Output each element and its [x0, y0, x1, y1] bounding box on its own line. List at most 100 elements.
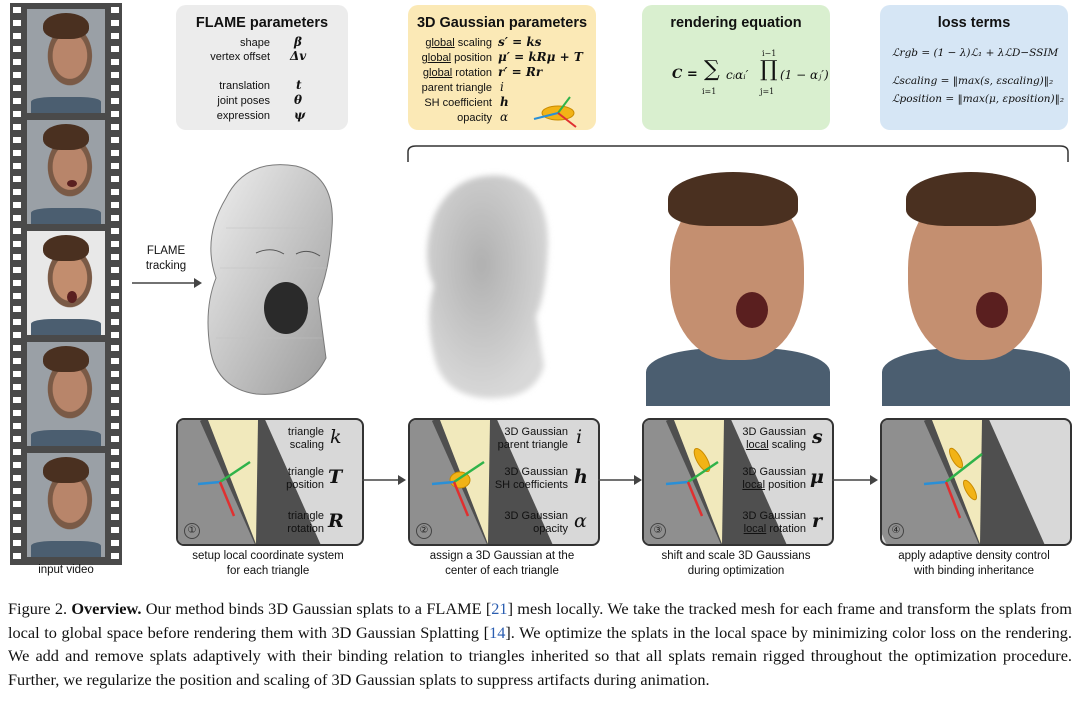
- video-frame-1: [27, 9, 105, 113]
- panel3-symbol-3: r: [812, 510, 823, 532]
- citation-21[interactable]: 21: [491, 599, 508, 618]
- film-holes-right: [111, 7, 119, 563]
- rendered-avatar-photo-1: [644, 158, 830, 406]
- video-frame-2: [27, 120, 105, 224]
- step-number-1: ①: [184, 523, 200, 539]
- loss-position: ℒposition = ‖max(μ, εposition)‖₂: [892, 93, 1065, 105]
- panel2-symbol-2: h: [574, 466, 588, 488]
- step-arrow-1-icon: [362, 475, 406, 485]
- gaussian-global-position-eq: μ′ = kRμ + T: [498, 50, 583, 64]
- flame-vertex-offset-label: vertex offset: [210, 51, 270, 63]
- flame-tracking-arrow-icon: [132, 278, 202, 288]
- panel1-label-1: triangle scaling: [287, 426, 324, 451]
- step-panel-2: 3D Gaussian parent triangle i 3D Gaussia…: [408, 418, 600, 546]
- local-frame-triangle-icon: [197, 420, 258, 544]
- gaussian-parent-triangle-eq: i: [500, 80, 504, 94]
- panel1-symbol-1: k: [330, 426, 342, 448]
- input-video-filmstrip: [10, 3, 122, 565]
- panel1-symbol-2: T: [328, 466, 343, 488]
- panel2-label-2: 3D Gaussian SH coefficients: [494, 466, 568, 491]
- sum-symbol: ∑: [704, 57, 720, 82]
- gaussian-splats-render: [427, 175, 549, 399]
- sum-lower-bound: i=1: [702, 87, 717, 96]
- step-number-3: ③: [650, 523, 666, 539]
- flame-parameters-box: FLAME parameters shape β vertex offset Δ…: [176, 5, 348, 130]
- loss-terms-box: loss terms ℒrgb = (1 − λ)ℒ₁ + λℒD−SSIM ℒ…: [880, 5, 1068, 130]
- input-video-label: input video: [38, 564, 94, 576]
- video-frame-5: [27, 453, 105, 557]
- flame-mesh-head: [207, 164, 333, 395]
- step-panel-1: triangle scaling k triangle position T t…: [176, 418, 364, 546]
- step-arrow-2-icon: [598, 475, 642, 485]
- flame-expression-symbol: ψ: [294, 108, 306, 122]
- flame-translation-symbol: t: [296, 78, 302, 92]
- rendering-equation-box: rendering equation C = ∑ i=1 cᵢαᵢ′ ∏ i−1…: [642, 5, 830, 130]
- density-control-icon: [923, 420, 983, 544]
- flame-joint-poses-label: joint poses: [217, 95, 270, 107]
- render-lhs: C =: [672, 67, 698, 82]
- flame-shape-symbol: β: [294, 35, 302, 49]
- panel3-caption: shift and scale 3D Gaussians during opti…: [661, 550, 811, 577]
- step-panel-4: ④: [880, 418, 1072, 546]
- gaussian-parent-triangle-label: parent triangle: [421, 82, 492, 94]
- gaussian-global-scaling-label: global scaling: [425, 37, 492, 49]
- loss-terms-title: loss terms: [937, 15, 1011, 31]
- step-arrow-3-icon: [832, 475, 878, 485]
- flame-vertex-offset-symbol: Δv: [290, 49, 307, 63]
- gaussian-global-scaling-eq: s′ = ks: [498, 35, 542, 49]
- flame-expression-label: expression: [216, 110, 270, 122]
- step-number-2: ②: [416, 523, 432, 539]
- panel4-caption: apply adaptive density control with bind…: [898, 550, 1050, 577]
- gaussian-sh-label: SH coefficient: [424, 97, 492, 109]
- rendering-bracket: [407, 145, 1069, 162]
- render-paren: (1 − αⱼ′): [780, 68, 829, 82]
- figure-caption: Figure 2. Overview. Our method binds 3D …: [8, 599, 1072, 689]
- gaussian-opacity-label: opacity: [457, 112, 492, 124]
- gaussian-sh-eq: h: [500, 95, 509, 109]
- product-symbol: ∏: [760, 57, 778, 82]
- gaussian-parameters-box: 3D Gaussian parameters global scaling s′…: [408, 5, 596, 130]
- loss-rgb: ℒrgb = (1 − λ)ℒ₁ + λℒD−SSIM: [892, 47, 1059, 59]
- gaussian-parameters-title: 3D Gaussian parameters: [416, 15, 588, 31]
- loss-scaling: ℒscaling = ‖max(s, εscaling)‖₂: [892, 75, 1054, 87]
- panel2-label-3: 3D Gaussian opacity: [504, 510, 568, 535]
- panel3-symbol-1: s: [812, 426, 823, 448]
- figure-label: Figure 2.: [8, 599, 68, 618]
- flame-parameters-title: FLAME parameters: [195, 15, 329, 31]
- gaussian-global-rotation-label: global rotation: [422, 67, 492, 79]
- product-lower-bound: j=1: [760, 87, 775, 96]
- panel2-caption: assign a 3D Gaussian at the center of ea…: [429, 550, 575, 577]
- video-frame-3: [27, 231, 105, 335]
- gaussian-triangle-icon: [431, 420, 490, 544]
- rendered-avatar-photo-2: [880, 158, 1070, 406]
- figure-caption-bold: Overview.: [71, 599, 142, 618]
- product-upper-bound: i−1: [762, 49, 777, 58]
- gaussian-global-rotation-eq: r′ = Rr: [498, 65, 543, 79]
- panel2-symbol-1: i: [576, 426, 583, 448]
- gaussian-global-position-label: global position: [421, 52, 492, 64]
- panel1-symbol-3: R: [328, 510, 344, 532]
- film-holes-left: [13, 7, 21, 563]
- panel2-label-1: 3D Gaussian parent triangle: [497, 426, 568, 451]
- gaussian-opacity-eq: α: [500, 110, 509, 124]
- gaussian-ellipsoid-icon: [533, 96, 577, 128]
- flame-shape-label: shape: [240, 37, 270, 49]
- panel1-label-2: triangle position: [286, 466, 324, 491]
- flame-joint-poses-symbol: θ: [294, 93, 303, 107]
- step-number-4: ④: [888, 523, 904, 539]
- shifted-gaussian-icon: [665, 420, 724, 544]
- citation-14[interactable]: 14: [489, 622, 506, 642]
- render-term: cᵢαᵢ′: [726, 68, 749, 82]
- panel2-symbol-3: α: [574, 510, 587, 532]
- panel1-caption: setup local coordinate system for each t…: [192, 550, 344, 577]
- rendering-equation-title: rendering equation: [670, 15, 802, 31]
- panel3-symbol-2: μ: [810, 466, 824, 488]
- video-frame-4: [27, 342, 105, 446]
- panel1-label-3: triangle rotation: [287, 510, 324, 535]
- flame-translation-label: translation: [219, 80, 270, 92]
